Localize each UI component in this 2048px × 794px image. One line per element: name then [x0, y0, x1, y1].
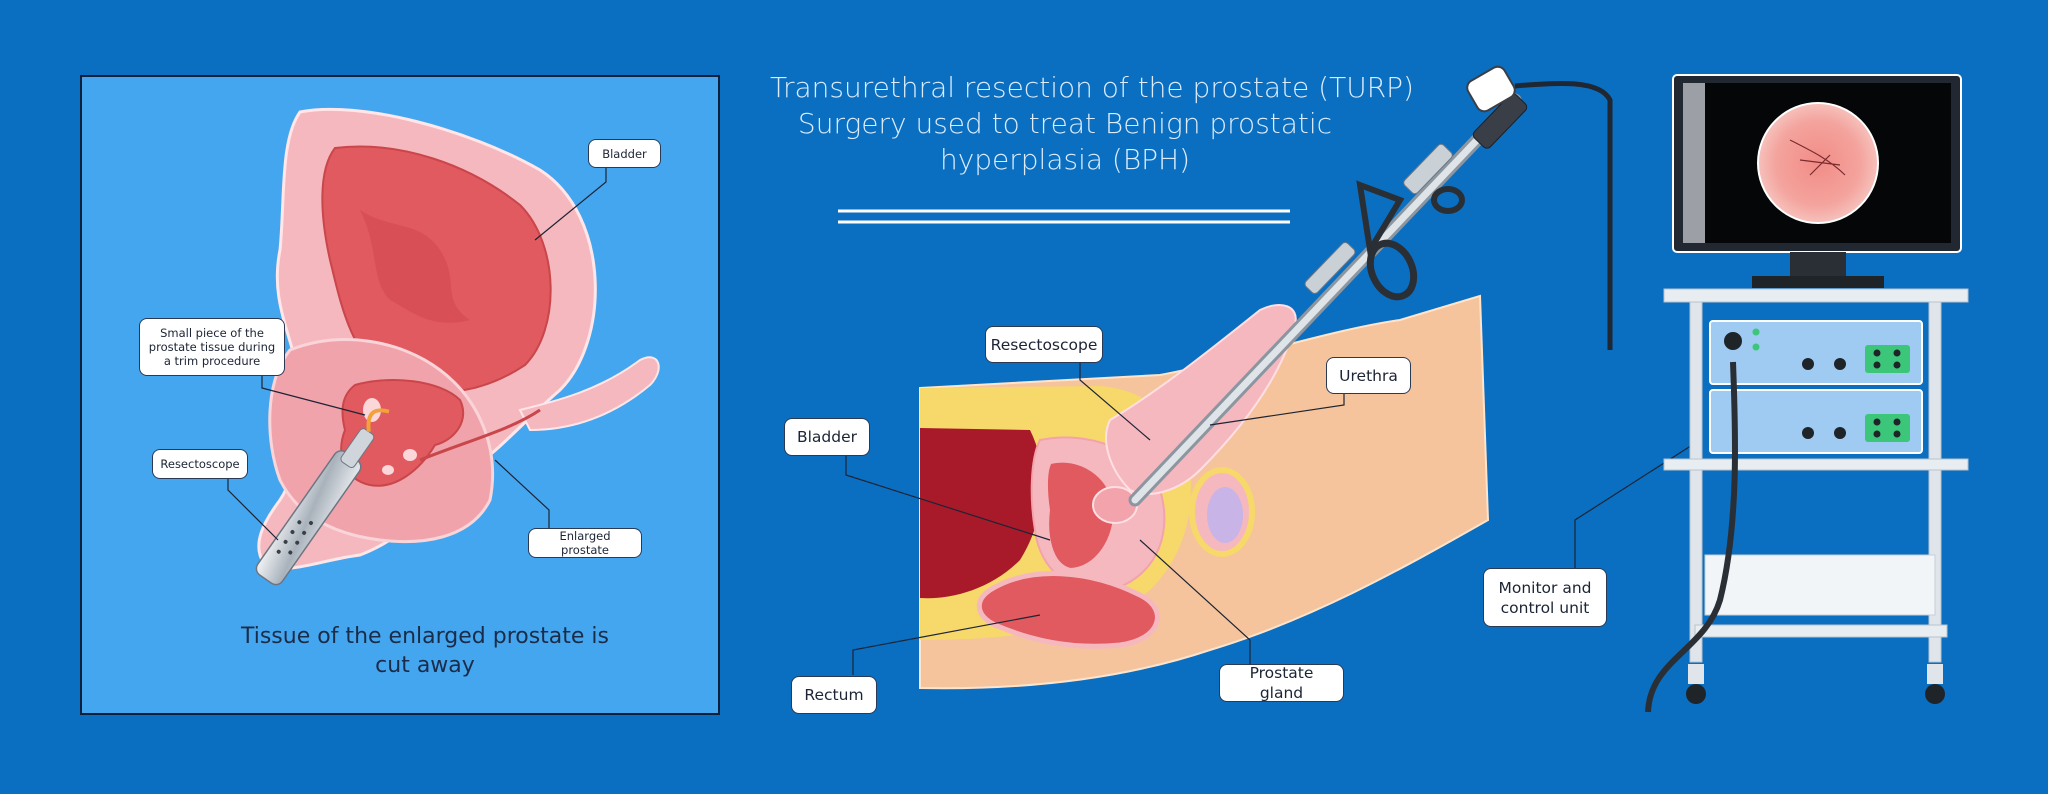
cart-middle-shelf: [1663, 458, 1969, 471]
port-sockets: [1873, 349, 1901, 438]
tissue-piece: [363, 398, 381, 422]
center-leader-lines: [845, 362, 1701, 675]
endoscope-view: [1757, 102, 1879, 224]
cart-leg-left: [1689, 301, 1703, 663]
testis-inner: [1207, 487, 1243, 543]
label-prostate-gland: Prostate gland: [1219, 664, 1344, 702]
label-resectoscope-center: Resectoscope: [985, 326, 1103, 363]
cart-bottom-shelf: [1694, 624, 1948, 638]
left-panel: [80, 75, 720, 715]
left-leader-lines: [227, 168, 607, 541]
indicator-light: [1752, 328, 1760, 336]
monitor-stand: [1752, 276, 1884, 288]
control-dial: [1802, 427, 1814, 439]
label-rectum: Rectum: [791, 676, 877, 714]
control-knob: [1724, 332, 1742, 350]
center-prostate-illustration: [1092, 486, 1138, 524]
tissue-piece: [403, 449, 417, 461]
label-bladder-center: Bladder: [784, 418, 870, 456]
center-urethra-shaft: [1105, 304, 1297, 495]
label-bladder-left: Bladder: [588, 139, 661, 168]
control-dial: [1834, 358, 1846, 370]
power-cable: [1645, 361, 1739, 713]
title-rule: [838, 209, 1290, 224]
wheel-mount: [1688, 664, 1704, 684]
label-urethra: Urethra: [1326, 357, 1411, 394]
wheel-mount: [1927, 664, 1943, 684]
title-line-2: Surgery used to treat Benign prostatic: [797, 107, 1333, 140]
label-enlarged-prostate: Enlarged prostate: [528, 528, 642, 558]
title-line-3: hyperplasia (BPH): [939, 143, 1191, 176]
cart-wheel: [1925, 684, 1945, 704]
label-monitor-control-unit: Monitor and control unit: [1483, 568, 1607, 627]
center-resectoscope-illustration: [1128, 65, 1613, 507]
tissue-piece: [382, 465, 394, 475]
label-small-piece: Small piece of the prostate tissue durin…: [139, 318, 285, 376]
port-panel: [1865, 345, 1910, 373]
monitor-glare: [1683, 83, 1705, 243]
control-dial: [1802, 358, 1814, 370]
duct-line: [419, 408, 541, 462]
center-bladder-illustration: [920, 428, 1043, 599]
caption-line-2: cut away: [375, 653, 475, 678]
control-dial: [1834, 427, 1846, 439]
caption-line-1: Tissue of the enlarged prostate is: [240, 624, 610, 649]
vas-deferens-illustration: [518, 356, 660, 432]
center-bladder-pink: [1043, 458, 1118, 573]
cart-bottom-bin: [1704, 554, 1936, 616]
cart-top-shelf: [1663, 288, 1969, 303]
left-resectoscope-illustration: [255, 408, 390, 586]
label-resectoscope-left: Resectoscope: [152, 449, 248, 479]
title-line-1: Transurethral resection of the prostate …: [770, 71, 1414, 104]
left-panel-caption: Tissue of the enlarged prostate is cut a…: [210, 622, 640, 680]
monitor-neck: [1790, 252, 1846, 276]
port-panel: [1865, 414, 1910, 442]
center-panel: [845, 65, 1701, 690]
indicator-light: [1752, 343, 1760, 351]
diagram-title: Transurethral resection of the prostate …: [770, 70, 1414, 178]
endoscope-view-detail: [1789, 139, 1846, 176]
right-panel: [1645, 74, 1969, 713]
cart-wheel: [1686, 684, 1706, 704]
bladder-texture: [360, 210, 470, 323]
